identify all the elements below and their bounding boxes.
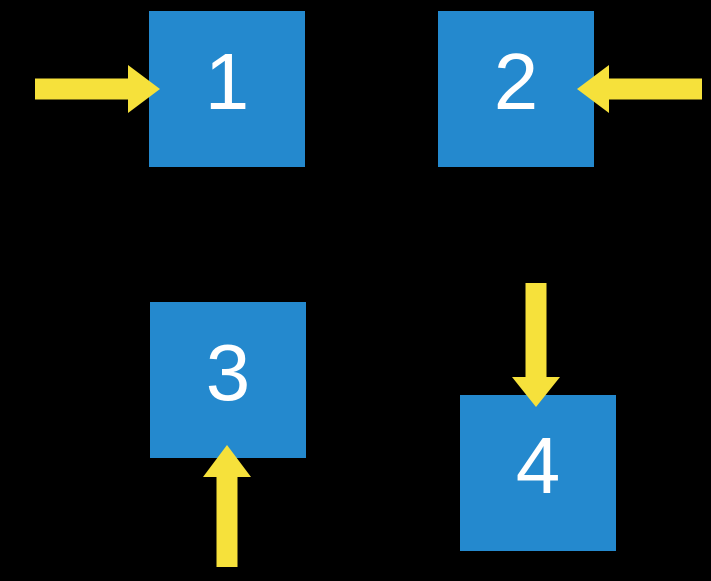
box-4-label: 4 [515,421,561,510]
box-1: 1 [149,11,305,167]
arrow-down-icon [512,283,560,407]
box-2-label: 2 [493,37,539,126]
arrow-up-icon [203,445,251,567]
box-3-label: 3 [205,328,251,417]
box-3: 3 [150,302,306,458]
box-1-label: 1 [204,37,250,126]
box-2: 2 [438,11,594,167]
arrow-left-icon [577,65,702,113]
box-4: 4 [460,395,616,551]
arrow-right-icon [35,65,160,113]
